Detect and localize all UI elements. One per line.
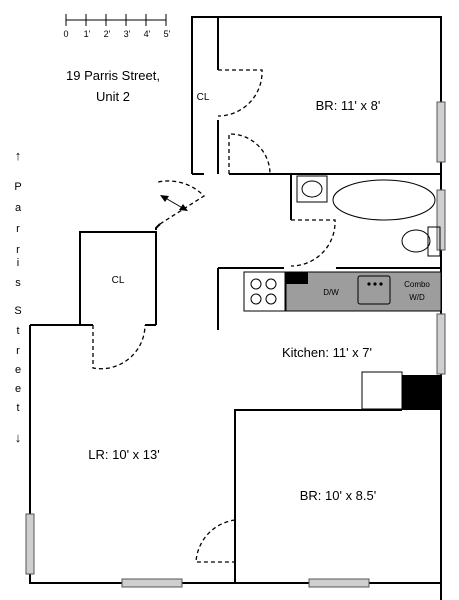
door-swings bbox=[92, 69, 336, 563]
scale-bar: 0 1' 2' 3' 4' 5' bbox=[63, 14, 171, 39]
room-label-kitchen: Kitchen: 11' x 7' bbox=[282, 345, 372, 360]
entry-arrow-icon bbox=[160, 195, 188, 211]
bathroom-fixtures bbox=[296, 175, 441, 257]
window bbox=[25, 513, 35, 575]
bedroom-bottom-door bbox=[195, 519, 236, 563]
street-letter: a bbox=[15, 202, 22, 214]
scale-tick-1: 1' bbox=[84, 29, 91, 39]
room-label-closet-top: CL bbox=[197, 92, 210, 103]
room-label-closet-mid: CL bbox=[112, 275, 125, 286]
window bbox=[121, 578, 183, 588]
combo-label-line-2: W/D bbox=[409, 293, 425, 302]
closet-top-door bbox=[217, 69, 263, 117]
black-block bbox=[402, 375, 441, 410]
scale-tick-4: 4' bbox=[144, 29, 151, 39]
scale-tick-3: 3' bbox=[124, 29, 131, 39]
street-letter: s bbox=[15, 277, 21, 289]
dishwasher-marker bbox=[286, 272, 308, 284]
street-label: ↑ P a r r i s S t r e e t ↓ bbox=[14, 148, 22, 445]
window bbox=[436, 101, 446, 163]
toilet-bowl-icon bbox=[401, 229, 431, 253]
street-letter: e bbox=[15, 383, 21, 395]
kitchen-counter bbox=[285, 271, 442, 312]
kitchen-appliances: D/W Combo W/D bbox=[243, 271, 442, 410]
address-line-2: Unit 2 bbox=[96, 89, 130, 104]
walls bbox=[29, 16, 442, 600]
scale-tick-2: 2' bbox=[104, 29, 111, 39]
street-letter: e bbox=[15, 364, 21, 376]
entry-door bbox=[157, 180, 206, 225]
windows bbox=[25, 101, 446, 588]
refrigerator-icon bbox=[361, 371, 403, 410]
scale-tick-0: 0 bbox=[63, 29, 68, 39]
dishwasher-label: D/W bbox=[323, 288, 339, 297]
street-arrow-down: ↓ bbox=[15, 430, 22, 445]
street-letter: t bbox=[16, 325, 19, 337]
sink-basin-icon bbox=[301, 180, 323, 198]
bathtub-icon bbox=[332, 179, 436, 221]
room-label-bedroom-top: BR: 11' x 8' bbox=[316, 98, 381, 113]
street-letter: S bbox=[14, 305, 21, 317]
window bbox=[308, 578, 370, 588]
combo-washer-dryer-icon bbox=[357, 275, 391, 305]
range-icon bbox=[243, 271, 286, 312]
street-letter: P bbox=[14, 181, 21, 193]
address-line-1: 19 Parris Street, bbox=[66, 68, 160, 83]
window bbox=[436, 189, 446, 251]
scale-tick-5: 5' bbox=[164, 29, 171, 39]
room-label-bedroom-bottom: BR: 10' x 8.5' bbox=[300, 488, 377, 503]
street-letter: t bbox=[16, 402, 19, 414]
closet-mid-door bbox=[92, 324, 146, 370]
window bbox=[436, 313, 446, 375]
street-letter: r bbox=[16, 244, 20, 256]
combo-label-line-1: Combo bbox=[404, 280, 430, 289]
street-letter: i bbox=[17, 257, 19, 269]
bathroom-door bbox=[290, 219, 336, 267]
street-letter: r bbox=[16, 345, 20, 357]
sink-icon bbox=[296, 175, 328, 203]
room-label-living-room: LR: 10' x 13' bbox=[88, 447, 159, 462]
street-arrow-up: ↑ bbox=[15, 148, 22, 163]
street-letter: r bbox=[16, 223, 20, 235]
bedroom-top-door bbox=[228, 133, 271, 175]
